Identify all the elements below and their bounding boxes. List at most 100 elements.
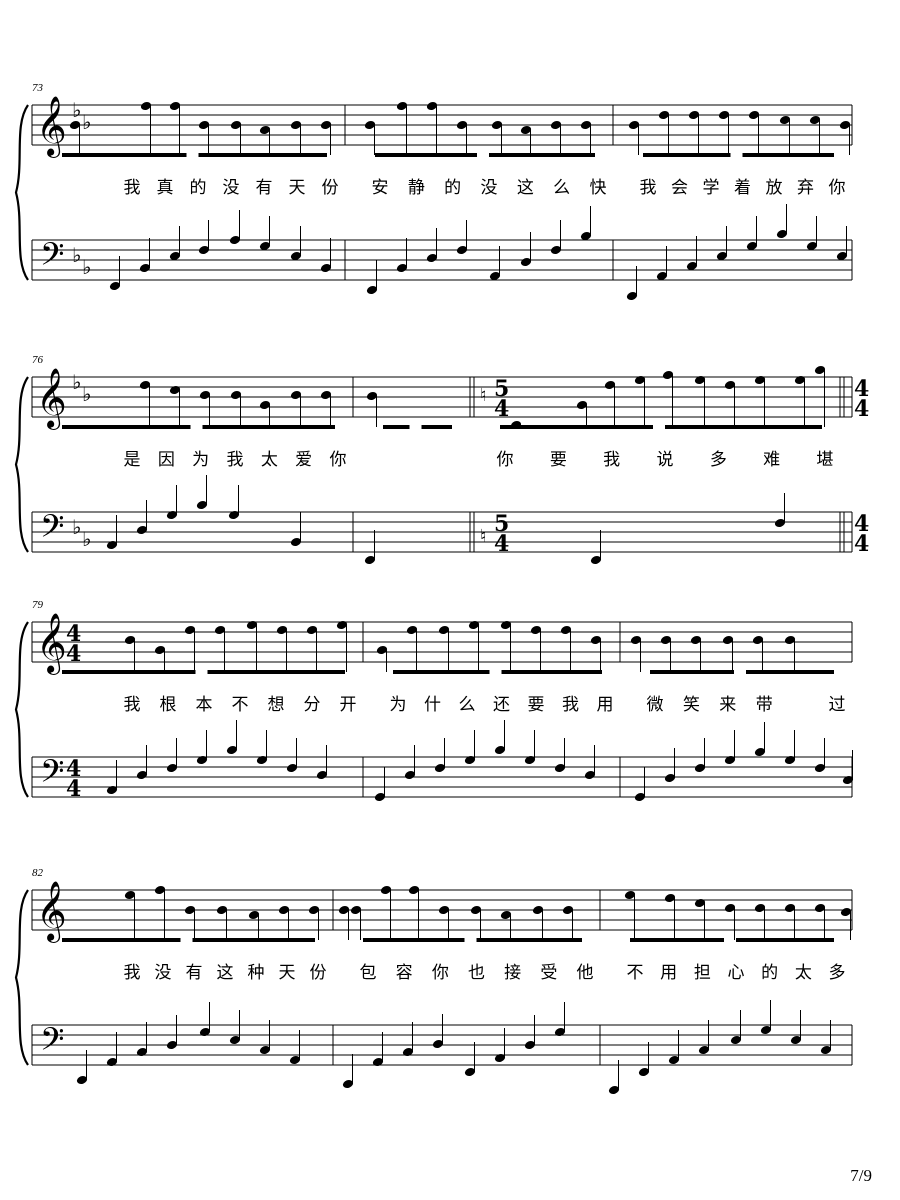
note-head — [724, 756, 736, 764]
lyric-syllable: 他 — [577, 963, 594, 983]
lyric-syllable: 份 — [310, 963, 327, 983]
lyric-syllable: 我 — [603, 450, 620, 470]
note-head — [814, 904, 826, 912]
note-head — [248, 911, 260, 919]
lyric-syllable: 么 — [459, 695, 476, 715]
time-signature-bottom: 4 — [66, 776, 81, 802]
note-head — [246, 621, 258, 629]
lyric-syllable: 太 — [795, 963, 812, 983]
note-head — [694, 376, 706, 384]
note-head — [718, 111, 730, 119]
page-number: 7/9 — [850, 1166, 872, 1185]
lyric-syllable: 放 — [766, 178, 783, 198]
note-head — [366, 392, 378, 400]
note-head — [560, 626, 572, 634]
time-signature-bottom: 4 — [494, 531, 509, 557]
note-head — [259, 1046, 271, 1054]
note-head — [554, 764, 566, 772]
note-head — [372, 1058, 384, 1066]
note-head — [839, 121, 851, 129]
beam — [393, 670, 490, 674]
note-head — [662, 371, 674, 379]
note-head — [69, 121, 81, 129]
beam — [198, 153, 327, 157]
lyric-syllable: 我 — [562, 695, 579, 715]
note-head — [748, 111, 760, 119]
note-head — [690, 636, 702, 644]
bass-clef-icon: 𝄢 — [40, 508, 64, 552]
note-head — [256, 756, 268, 764]
note-head — [464, 756, 476, 764]
lyric-syllable: 用 — [597, 695, 614, 715]
note-head — [106, 541, 118, 549]
lyric-syllable: 堪 — [817, 450, 834, 470]
note-head — [774, 519, 786, 527]
note-head — [290, 391, 302, 399]
lyric-syllable: 容 — [396, 963, 413, 983]
note-head — [836, 252, 848, 260]
note-head — [290, 252, 302, 260]
lyric-syllable: 太 — [261, 450, 278, 470]
note-head — [259, 242, 271, 250]
lyric-syllable: 没 — [481, 178, 498, 198]
lyric-syllable: 多 — [829, 963, 846, 983]
note-head — [688, 111, 700, 119]
lyric-syllable: 要 — [550, 450, 567, 470]
note-head — [820, 1046, 832, 1054]
note-head — [316, 771, 328, 779]
note-head — [408, 886, 420, 894]
note-head — [350, 906, 362, 914]
note-head — [724, 381, 736, 389]
note-head — [590, 556, 602, 564]
note-head — [809, 116, 821, 124]
lyric-syllable: 你 — [330, 450, 347, 470]
system-4: 82𝄞𝄢我没有这种天份包容你也接受他不用担心的太多 — [14, 867, 853, 1094]
measure-number: 76 — [32, 354, 44, 366]
lyric-syllable: 为 — [390, 695, 407, 715]
beam — [62, 153, 187, 157]
lyric-syllable: 么 — [553, 178, 570, 198]
note-head — [140, 102, 152, 110]
note-head — [166, 764, 178, 772]
beam — [476, 938, 582, 942]
flat-icon: ♭ — [82, 382, 91, 406]
natural-icon: ♮ — [480, 385, 486, 406]
note-head — [286, 764, 298, 772]
lyric-syllable: 受 — [540, 963, 557, 983]
note-head — [396, 264, 408, 272]
lyric-syllable: 微 — [647, 695, 664, 715]
note-head — [198, 121, 210, 129]
note-head — [722, 636, 734, 644]
note-head — [658, 111, 670, 119]
note-head — [229, 1036, 241, 1044]
treble-clef-icon: 𝄞 — [36, 96, 67, 158]
lyric-syllable: 因 — [158, 450, 175, 470]
lyric-syllable: 静 — [408, 178, 425, 198]
lyric-syllable: 天 — [279, 963, 296, 983]
lyric-syllable: 心 — [728, 963, 745, 983]
measure-number: 79 — [32, 599, 44, 611]
note-head — [184, 906, 196, 914]
note-head — [169, 102, 181, 110]
note-head — [784, 756, 796, 764]
beam — [375, 153, 477, 157]
note-head — [229, 236, 241, 244]
treble-clef-icon: 𝄞 — [36, 881, 67, 943]
flat-icon: ♭ — [82, 110, 91, 134]
time-signature-top: 4 — [854, 376, 869, 402]
note-head — [196, 756, 208, 764]
note-head — [106, 786, 118, 794]
note-head — [226, 746, 238, 754]
lyric-syllable: 真 — [157, 178, 174, 198]
note-head — [139, 381, 151, 389]
note-head — [730, 1036, 742, 1044]
note-head — [342, 1080, 354, 1088]
lyric-syllable: 过 — [829, 695, 846, 715]
note-head — [660, 636, 672, 644]
note-head — [694, 764, 706, 772]
flat-icon: ♭ — [82, 527, 91, 551]
time-signature-bottom: 4 — [494, 396, 509, 422]
flat-icon: ♭ — [72, 98, 81, 122]
note-head — [106, 1058, 118, 1066]
beam — [742, 153, 834, 157]
